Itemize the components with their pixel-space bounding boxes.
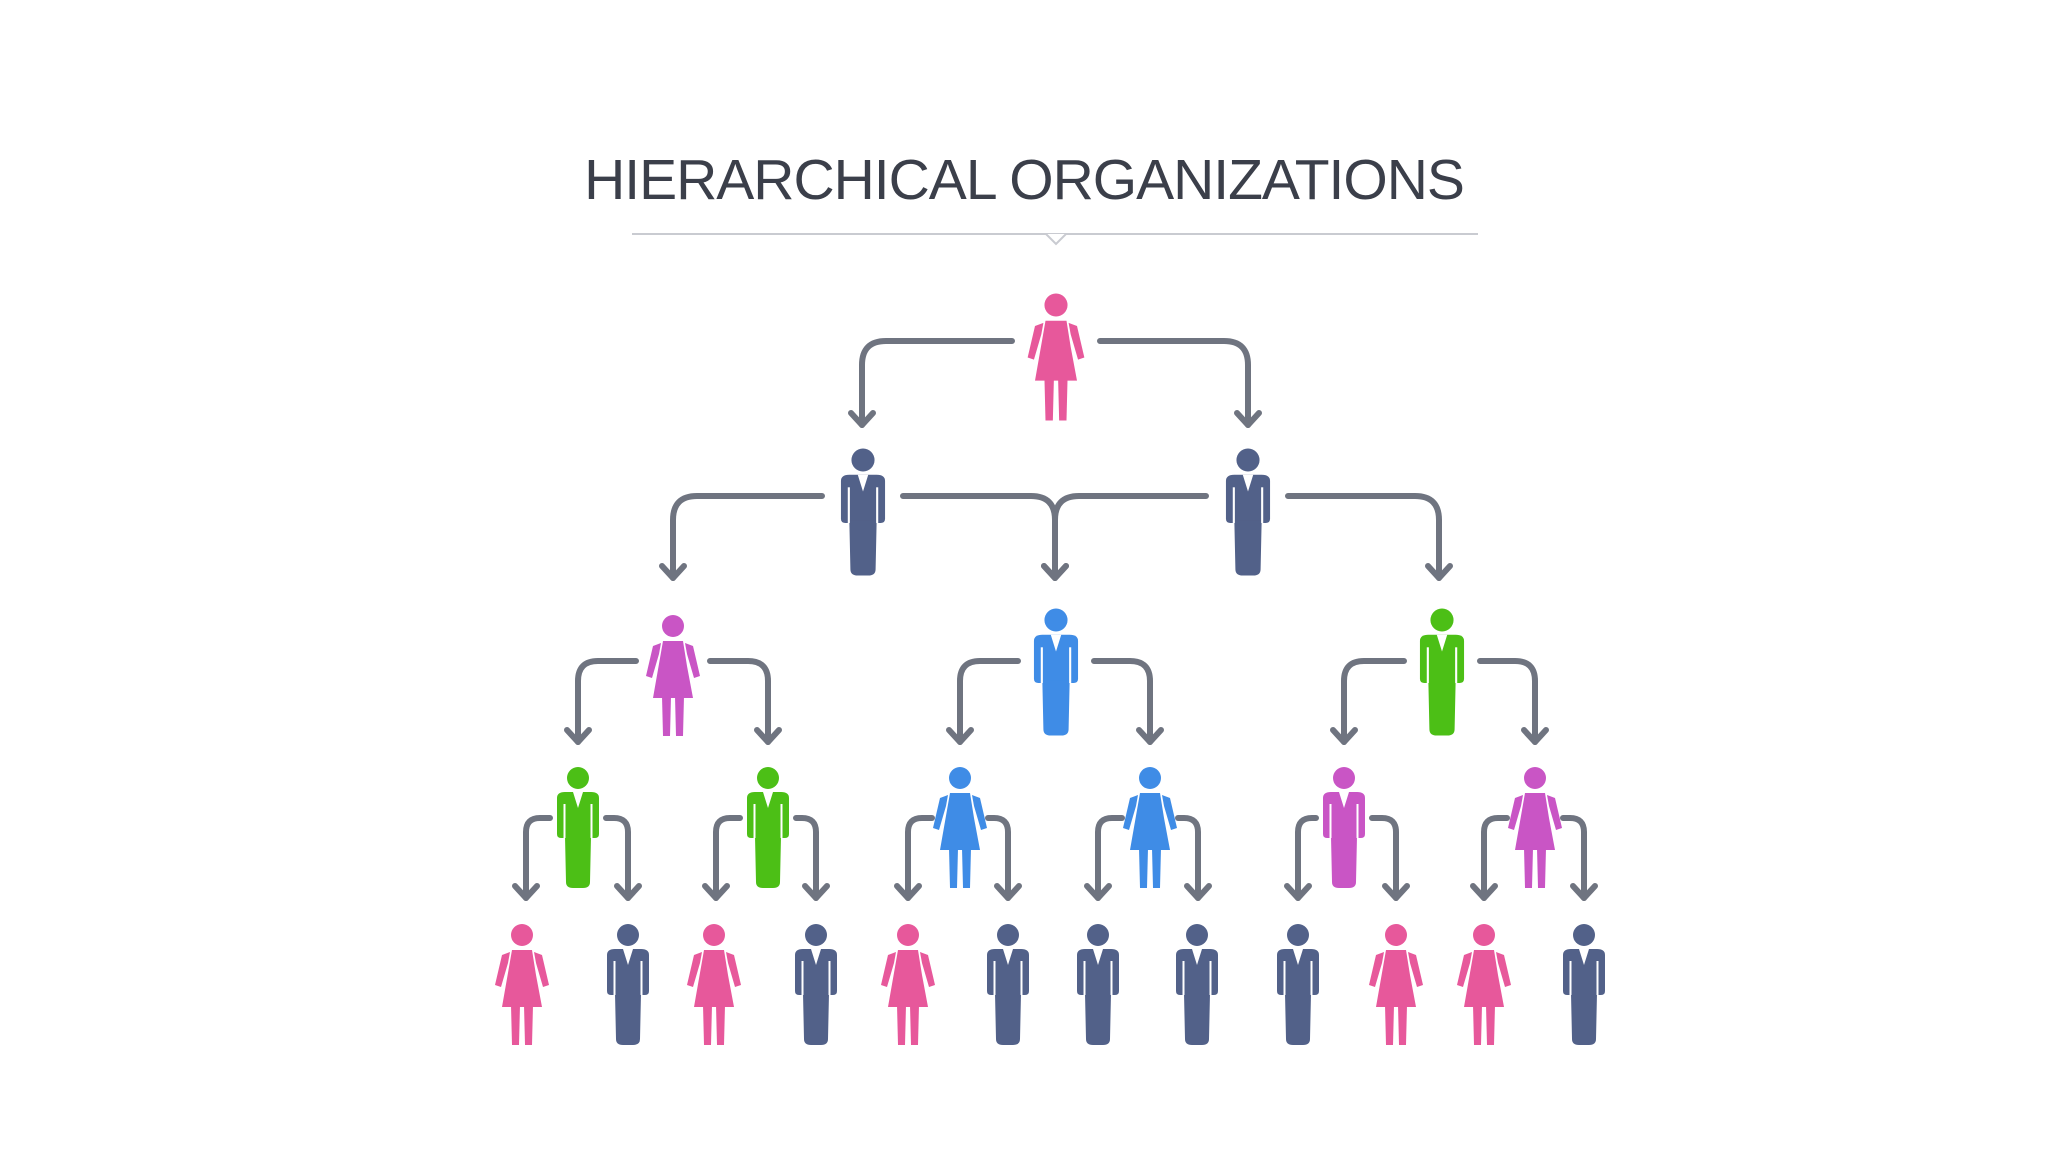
person-man-7 [557, 767, 599, 888]
connector-arrow [946, 658, 1021, 745]
connector-arrow [603, 815, 642, 901]
connector-arrow [793, 815, 830, 901]
person-man-5 [1033, 608, 1079, 736]
person-man-3 [1225, 448, 1271, 576]
connector-arrow [1369, 815, 1410, 901]
connector-arrow [1470, 815, 1510, 901]
person-man-18 [987, 924, 1029, 1045]
connector-arrow [894, 815, 935, 901]
person-woman-12 [1508, 767, 1562, 888]
connector-arrow [564, 658, 639, 745]
connector-arrow [512, 815, 553, 901]
person-man-14 [607, 924, 649, 1045]
connector-arrow [848, 338, 1015, 428]
person-man-21 [1277, 924, 1319, 1045]
person-woman-13 [495, 924, 549, 1045]
person-man-24 [1563, 924, 1605, 1045]
person-woman-17 [881, 924, 935, 1045]
person-woman-10 [1123, 767, 1177, 888]
connectors [512, 338, 1598, 901]
connector-arrow [659, 493, 825, 581]
person-woman-15 [687, 924, 741, 1045]
person-man-20 [1176, 924, 1218, 1045]
person-woman-23 [1457, 924, 1511, 1045]
person-man-8 [747, 767, 789, 888]
connector-arrow [702, 815, 743, 901]
person-woman-1 [1027, 293, 1085, 421]
connector-arrow [1041, 493, 1209, 581]
connector-arrow [1284, 815, 1319, 901]
connector-arrow [1330, 658, 1407, 745]
connector-arrow [1091, 658, 1164, 745]
person-man-2 [840, 448, 886, 576]
person-man-16 [795, 924, 837, 1045]
people [495, 293, 1605, 1045]
diagram-title: HIERARCHICAL ORGANIZATIONS [584, 148, 1465, 212]
connector-arrow [1097, 338, 1262, 428]
person-woman-22 [1369, 924, 1423, 1045]
title-notch [1045, 233, 1067, 246]
person-woman-9 [933, 767, 987, 888]
connector-arrow [1477, 658, 1549, 745]
person-man-6 [1419, 608, 1465, 736]
person-man-19 [1077, 924, 1119, 1045]
connector-arrow [1560, 815, 1598, 901]
connector-arrow [1084, 815, 1125, 901]
person-woman-4 [646, 615, 700, 736]
connector-arrow [985, 815, 1022, 901]
connector-arrow [707, 658, 782, 745]
connector-arrow [1285, 493, 1453, 581]
person-man-11 [1323, 767, 1365, 888]
connector-arrow [1175, 815, 1212, 901]
